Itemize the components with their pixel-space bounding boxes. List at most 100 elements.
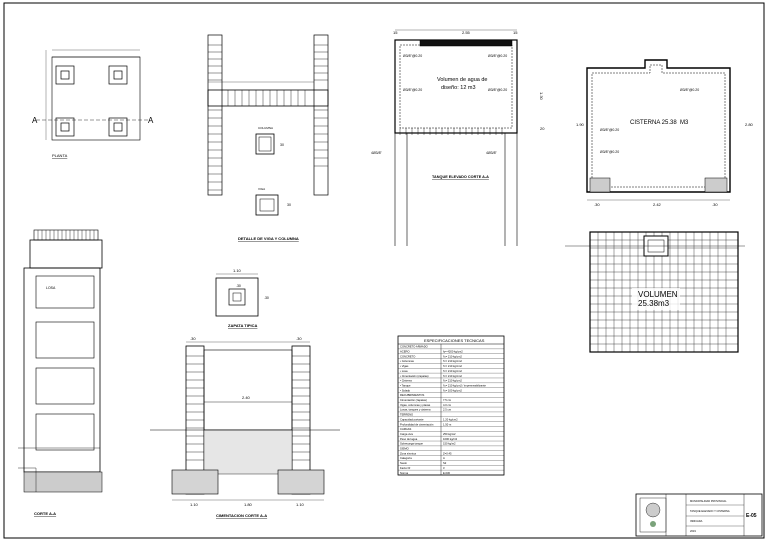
entity-seal — [645, 502, 661, 518]
cisterna-rebar-2: Ø3/8"@0.20 — [600, 128, 619, 132]
tb-project: TANQUE ELEVADO Y CISTERNA — [690, 509, 730, 513]
cisterna-dim-b3: .30 — [712, 202, 718, 207]
dim-30b: 30 — [287, 203, 291, 207]
cim-dim-top-left: .30 — [190, 336, 196, 341]
specs-row-value: f'c= 210 kg/cm2 — [443, 369, 462, 373]
specs-row-value: f'c= 210 kg/cm2 — [443, 374, 462, 378]
specs-row-label: Norma — [400, 471, 409, 475]
specs-row-label: Categoría — [400, 456, 412, 460]
specs-row-label: TERRENO — [400, 413, 413, 417]
corte-view: LOSA CORTE A-A — [18, 229, 103, 516]
specs-row-label: RECUBRIMIENTOS — [400, 393, 424, 397]
zapata-dim-inner: .30 — [236, 284, 241, 288]
specs-row-label: Sobrecarga tanque — [400, 442, 423, 446]
zapata-view: 1.10 .30 .30 ZAPATA TIPICA — [215, 268, 269, 328]
specs-row-value: f'c= 100 kg/cm2 — [443, 388, 462, 392]
specs-row-value: 7.5 cm — [443, 398, 452, 402]
specs-row-value: 1000 kg/m3 — [443, 437, 458, 441]
corte-roof-label: LOSA — [46, 286, 56, 290]
section-mark-right: A — [148, 116, 154, 125]
cim-dim-top-right: .30 — [296, 336, 302, 341]
volumen-line1: VOLUMEN — [638, 290, 678, 299]
planta-view: A A PLANTA — [32, 49, 154, 158]
tanque-rebar-3: Ø3/8"@0.20 — [403, 88, 422, 92]
specs-row-value: 4.0 cm — [443, 403, 452, 407]
tanque-dim-right: 1.30 — [539, 92, 544, 101]
tanque-volume-2: diseño: 12 m3 — [441, 85, 476, 91]
specs-row-value: 1.20 kg/cm2 — [443, 417, 458, 421]
cimentacion-title: CIMENTACION CORTE A-A — [216, 513, 267, 518]
specs-row-label: Cimentación (zapatas) — [400, 398, 427, 402]
cisterna-view: CISTERNA 25.38 M3 Ø3/8"@0.20 Ø3/8"@0.20 … — [576, 59, 754, 207]
specs-row-label: • Columnas — [400, 359, 414, 363]
cim-dim-b2: 1.80 — [244, 502, 253, 507]
specs-row-value: fy= 4200 kg/cm2 — [443, 350, 463, 354]
tanque-dim-right-b: 20 — [540, 126, 545, 131]
specs-row-label: Suelo — [400, 461, 407, 465]
specs-row-value: 150 kg/m2 — [443, 442, 456, 446]
specs-row-label: • Solado — [400, 388, 411, 392]
tanque-level-left: 4Ø3/8" — [371, 151, 383, 155]
tanque-dim-top-right: 15 — [513, 30, 518, 35]
specs-row-label: • Vigas — [400, 364, 409, 368]
title-block: MUNICIPALIDAD PROVINCIAL TANQUE ELEVADO … — [635, 493, 763, 537]
volumen-line2: 25.38m3 — [638, 299, 670, 308]
dim-30: 30 — [280, 143, 284, 147]
tanque-rebar-4: Ø3/8"@0.20 — [488, 88, 507, 92]
specs-row-value: 1.50 m — [443, 422, 452, 426]
cim-dim-mid: 2.40 — [242, 395, 251, 400]
section-mark-left: A — [32, 116, 38, 125]
specs-row-value: f'c= 210 kg/cm2 — [443, 364, 462, 368]
col-label-2: VIGA — [258, 187, 265, 191]
entity-seal-color — [650, 521, 656, 527]
specs-row-label: ACERO — [400, 350, 410, 354]
tanque-dim-top-mid: 2.55 — [462, 30, 471, 35]
tanque-level-right: 4Ø3/8" — [486, 151, 498, 155]
specs-row-value: 2.5 cm — [443, 408, 452, 412]
tanque-title: TANQUE ELEVADO CORTE A-A — [432, 175, 489, 179]
sheet-frame — [3, 2, 765, 539]
specs-row-value: f'c= 210 kg/cm2 — [443, 379, 462, 383]
col-label-1: COLUMNA — [258, 126, 273, 130]
specs-row-value: f'c= 210 kg/cm2 / impermeabilizante — [443, 383, 486, 387]
specs-row-value: f'c= 210 kg/cm2 — [443, 359, 462, 363]
corte-title: CORTE A-A — [34, 511, 56, 516]
zapata-dim-right: .30 — [264, 296, 269, 300]
cimentacion-view: .30 .30 2.40 1.10 1.80 1.10 CIMENTACION … — [150, 336, 340, 518]
cisterna-dim-b2: 2.42 — [653, 202, 662, 207]
specs-row-value: Z=0.45 — [443, 451, 452, 455]
tanque-view: 15 2.55 15 1.30 20 Volumen de agua de di… — [371, 29, 545, 246]
cisterna-rebar-1: Ø3/8"@0.20 — [680, 88, 699, 92]
specs-table: ESPECIFICACIONES TECNICAS CONCRETO ARMAD… — [397, 335, 505, 476]
tanque-rebar-2: Ø3/8"@0.20 — [488, 54, 507, 58]
specs-row-label: Carga viva — [400, 432, 413, 436]
specs-row-value: E.030 — [443, 471, 451, 475]
specs-row-label: Peso del agua — [400, 437, 418, 441]
viga-columna-title: DETALLE DE VIGA Y COLUMNA — [238, 236, 299, 241]
tb-entity: MUNICIPALIDAD PROVINCIAL — [690, 499, 727, 503]
specs-row-label: CONCRETO ARMADO — [400, 345, 428, 349]
cisterna-dim-b1: .30 — [594, 202, 600, 207]
specs-row-label: CARGAS — [400, 427, 412, 431]
zapata-dim-top: 1.10 — [233, 268, 242, 273]
tb-sheet-code: E-05 — [746, 513, 757, 519]
specs-row-label: Zona sísmica — [400, 451, 416, 455]
viga-columna-view: 30 30 COLUMNA VIGA DETALLE DE VIGA Y COL… — [207, 34, 329, 241]
specs-row-label: Vigas, columnas y placas — [400, 403, 431, 407]
tb-scale: INDICADA — [690, 519, 703, 523]
cim-dim-b1: 1.10 — [190, 502, 199, 507]
specs-row-value: 3 — [443, 466, 445, 470]
tb-date: 2019 — [690, 529, 696, 533]
specs-title: ESPECIFICACIONES TECNICAS — [424, 338, 485, 343]
specs-row-label: • Cimentación (zapatas) — [400, 374, 429, 378]
specs-row-label: CONCRETO — [400, 354, 415, 358]
cisterna-dim-right: 2.80 — [745, 122, 754, 127]
planta-title: PLANTA — [52, 153, 68, 158]
specs-row-label: Losas, tanques y cisterna — [400, 408, 431, 412]
cisterna-label: CISTERNA 25.38 — [630, 120, 677, 126]
volumen-view: VOLUMEN 25.38m3 — [565, 231, 745, 353]
specs-row-value: S2 — [443, 461, 447, 465]
specs-row-value: A — [443, 456, 445, 460]
specs-row-label: • Losa — [400, 369, 408, 373]
